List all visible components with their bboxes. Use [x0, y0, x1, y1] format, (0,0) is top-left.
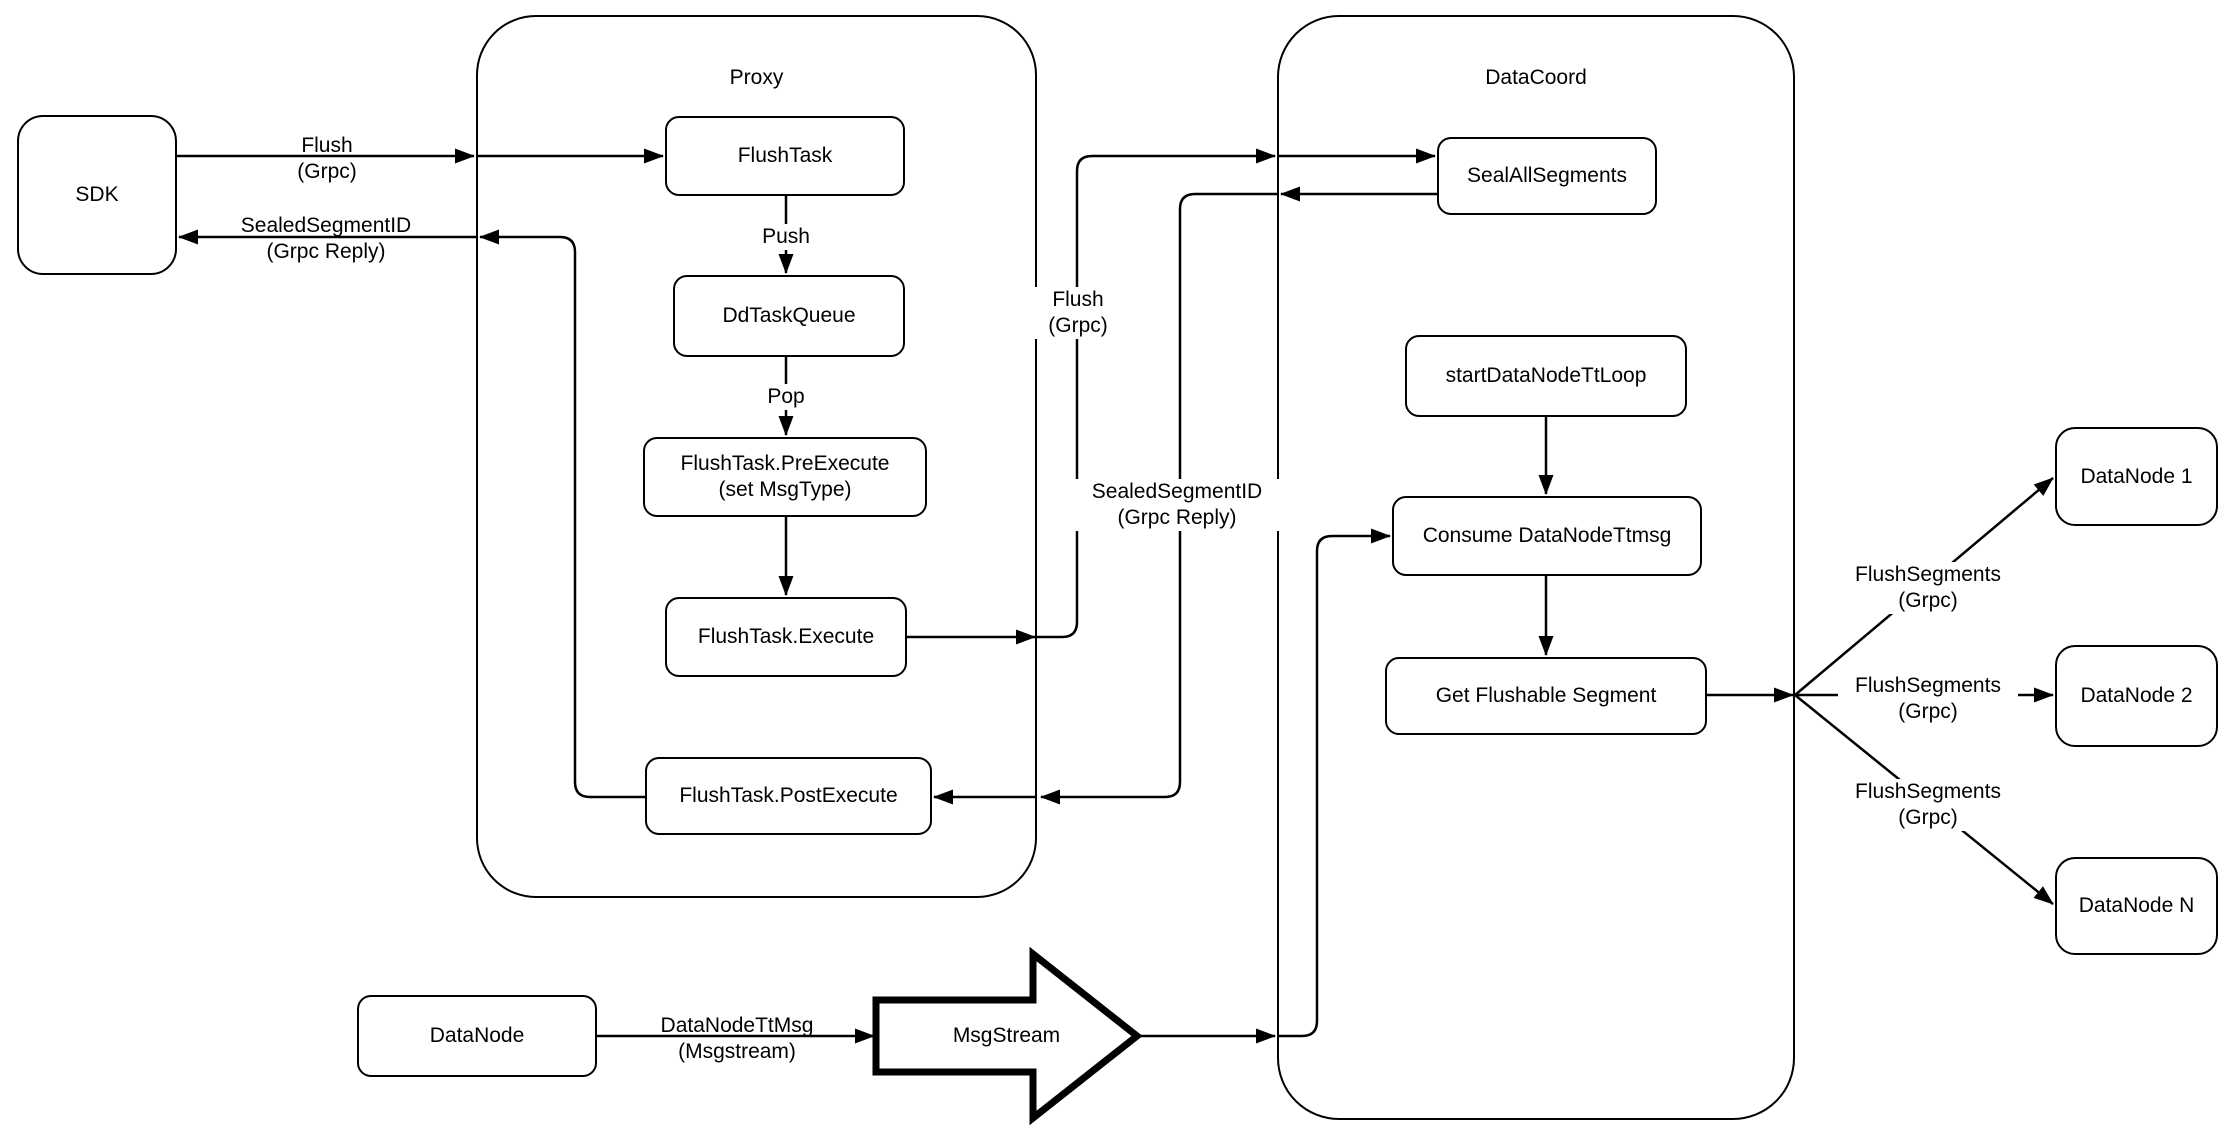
proxy-title: Proxy	[729, 66, 784, 89]
label-flushsegments-3-line1: FlushSegments	[1855, 780, 2001, 803]
ddtaskqueue-label: DdTaskQueue	[722, 304, 856, 327]
label-sealedsegmentid-2-line2: (Grpc Reply)	[1117, 506, 1237, 529]
startdatanodettloop-node: startDataNodeTtLoop	[1405, 335, 1687, 417]
datanoden-node: DataNode N	[2055, 857, 2218, 955]
label-datanodettmsg-line2: (Msgstream)	[678, 1040, 796, 1063]
label-flush-grpc-2-line2: (Grpc)	[1048, 314, 1108, 337]
msgstream-shape	[872, 946, 1143, 1126]
datanoden-label: DataNode N	[2078, 894, 2195, 917]
edge-datacoord-border-to-consume	[1277, 528, 1391, 1038]
label-flushsegments-1-line1: FlushSegments	[1855, 563, 2001, 586]
datanode2-node: DataNode 2	[2055, 645, 2218, 747]
edge-postexecute-to-proxy-border	[479, 229, 645, 799]
datacoord-title: DataCoord	[1485, 66, 1587, 89]
label-sealedsegmentid-2-line1: SealedSegmentID	[1091, 480, 1263, 503]
consume-datanodettmsg-label: Consume DataNodeTtmsg	[1422, 524, 1672, 547]
consume-datanodettmsg-node: Consume DataNodeTtmsg	[1392, 496, 1702, 576]
label-flushsegments-2-line1: FlushSegments	[1855, 674, 2001, 697]
edge-proxy-border-to-datacoord	[1037, 148, 1276, 639]
label-datanodettmsg-line1: DataNodeTtMsg	[660, 1014, 814, 1037]
label-flush-grpc-line2: (Grpc)	[297, 160, 357, 183]
preexecute-label: FlushTask.PreExecute (set MsgType)	[681, 451, 890, 503]
label-flush-grpc: Flush (Grpc)	[247, 133, 407, 185]
sealallsegments-node: SealAllSegments	[1437, 137, 1657, 215]
label-sealedsegmentid-line1: SealedSegmentID	[240, 214, 412, 237]
execute-label: FlushTask.Execute	[697, 625, 875, 648]
label-sealedsegmentid-line2: (Grpc Reply)	[266, 240, 386, 263]
label-flushsegments-1-line2: (Grpc)	[1898, 589, 1958, 612]
datanode1-label: DataNode 1	[2080, 464, 2193, 488]
flushtask-node: FlushTask	[665, 116, 905, 196]
datanode-source-label: DataNode	[429, 1024, 525, 1047]
label-flushsegments-3-line2: (Grpc)	[1898, 806, 1958, 829]
postexecute-node: FlushTask.PostExecute	[645, 757, 932, 835]
ddtaskqueue-node: DdTaskQueue	[673, 275, 905, 357]
msgstream-text: MsgStream	[952, 1024, 1061, 1047]
flushtask-label: FlushTask	[737, 144, 833, 167]
label-flushsegments-3: FlushSegments (Grpc)	[1838, 779, 2018, 831]
datanode2-label: DataNode 2	[2080, 684, 2193, 707]
get-flushable-segment-node: Get Flushable Segment	[1385, 657, 1707, 735]
preexecute-node: FlushTask.PreExecute (set MsgType)	[643, 437, 927, 517]
sdk-node: SDK	[17, 115, 177, 275]
sdk-label: SDK	[75, 183, 119, 206]
execute-node: FlushTask.Execute	[665, 597, 907, 677]
sealallsegments-label: SealAllSegments	[1467, 164, 1627, 187]
label-flush-grpc-line1: Flush	[301, 134, 353, 157]
startdatanodettloop-label: startDataNodeTtLoop	[1445, 364, 1647, 387]
label-sealedsegmentid-reply-2: SealedSegmentID (Grpc Reply)	[1057, 479, 1297, 531]
label-flushsegments-2-line2: (Grpc)	[1898, 700, 1958, 723]
datanode1-node: DataNode 1	[2055, 427, 2218, 526]
datacoord-container	[1277, 15, 1795, 1120]
label-push: Push	[736, 224, 836, 250]
label-flushsegments-1: FlushSegments (Grpc)	[1838, 562, 2018, 614]
preexecute-line2: (set MsgType)	[718, 478, 852, 501]
label-pop: Pop	[746, 384, 826, 410]
label-datanodettmsg: DataNodeTtMsg (Msgstream)	[632, 1013, 842, 1065]
label-flush-grpc-2: Flush (Grpc)	[1018, 287, 1138, 339]
msgstream-label: MsgStream	[876, 1021, 1137, 1051]
postexecute-label: FlushTask.PostExecute	[679, 784, 898, 807]
label-sealedsegmentid-reply: SealedSegmentID (Grpc Reply)	[206, 213, 446, 265]
datanode-source-node: DataNode	[357, 995, 597, 1077]
proxy-container	[476, 15, 1037, 898]
label-flushsegments-2: FlushSegments (Grpc)	[1838, 673, 2018, 725]
preexecute-line1: FlushTask.PreExecute	[680, 452, 890, 475]
get-flushable-segment-label: Get Flushable Segment	[1435, 684, 1657, 707]
label-flush-grpc-2-line1: Flush	[1052, 288, 1104, 311]
